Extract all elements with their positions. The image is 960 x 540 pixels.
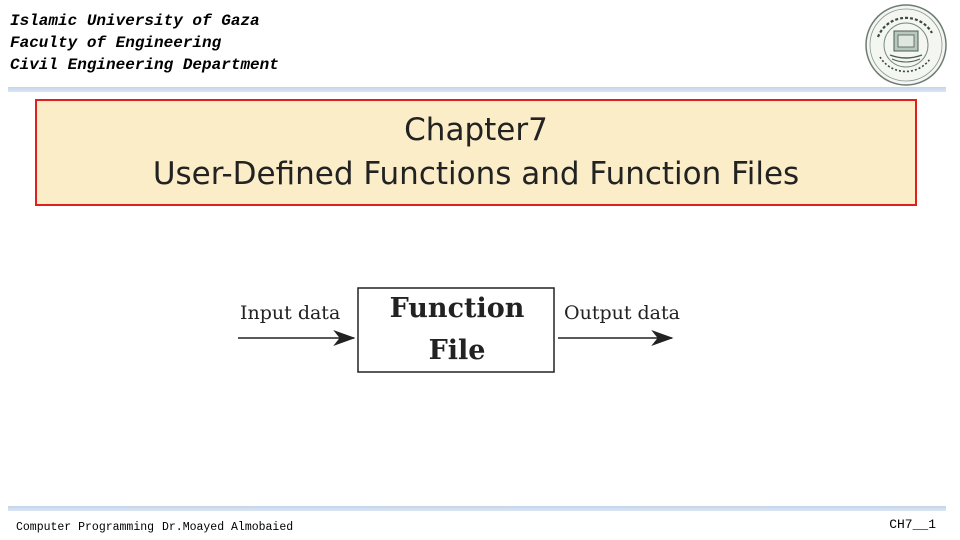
department-name: Civil Engineering Department <box>10 56 279 74</box>
footer-course: Computer Programming <box>16 521 155 534</box>
footer-rule <box>8 506 946 511</box>
faculty-name: Faculty of Engineering <box>10 34 222 52</box>
function-file-diagram: Input data Function File Output data <box>232 278 682 378</box>
chapter-subtitle: User-Defined Functions and Function File… <box>152 156 800 192</box>
header-rule <box>8 87 946 92</box>
title-box: Chapter7 User-Defined Functions and Func… <box>35 99 917 206</box>
footer-instructor: Dr.Moayed Almobaied <box>162 521 294 534</box>
box-line-function: Function <box>389 293 525 324</box>
function-file-box-label: Function File <box>360 288 554 372</box>
box-line-file: File <box>428 335 486 366</box>
function-file-box <box>357 287 555 373</box>
input-data-label: Input data <box>240 302 341 324</box>
university-name: Islamic University of Gaza <box>10 12 260 30</box>
page-number: CH7__1 <box>889 517 936 532</box>
header-block: Islamic University of Gaza Faculty of En… <box>10 10 279 76</box>
chapter-title: Chapter7 <box>404 112 548 148</box>
university-seal-icon <box>865 4 947 86</box>
diagram-graphics <box>238 287 674 373</box>
output-data-label: Output data <box>564 302 680 324</box>
